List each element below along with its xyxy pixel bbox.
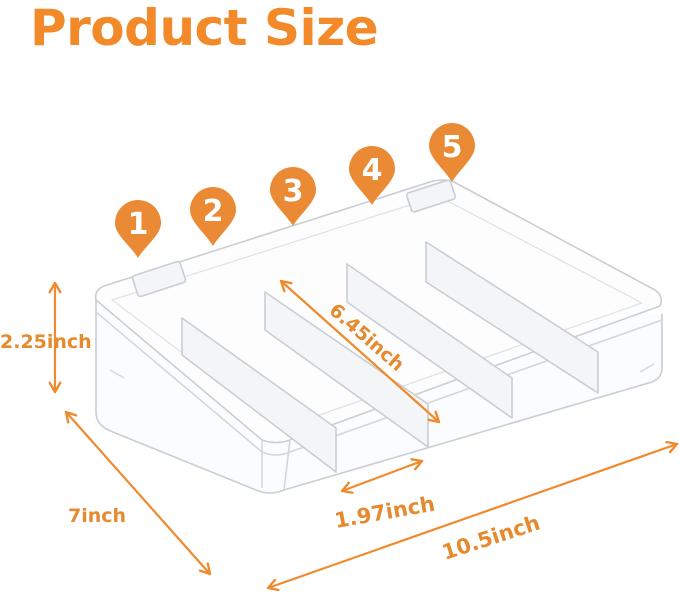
pin-5-number: 5 — [442, 130, 463, 165]
divider-length-arrow — [279, 279, 441, 424]
pin-2-number: 2 — [203, 194, 224, 229]
pin-3: 3 — [270, 167, 316, 226]
length-arrow — [266, 440, 679, 592]
pin-1-number: 1 — [128, 207, 149, 242]
height-label: 2.25inch — [0, 331, 92, 353]
pin-4-number: 4 — [362, 153, 383, 188]
pin-4: 4 — [349, 146, 395, 205]
pin-2: 2 — [190, 187, 236, 246]
depth-label: 7inch — [68, 505, 126, 527]
pin-1: 1 — [115, 200, 161, 258]
pin-3-number: 3 — [283, 174, 304, 209]
length-label: 10.5inch — [439, 511, 543, 565]
product-size-title: Product Size — [30, 0, 379, 57]
compartment-width-label: 1.97inch — [333, 492, 437, 533]
pin-5: 5 — [429, 123, 475, 182]
depth-arrow — [64, 410, 212, 576]
